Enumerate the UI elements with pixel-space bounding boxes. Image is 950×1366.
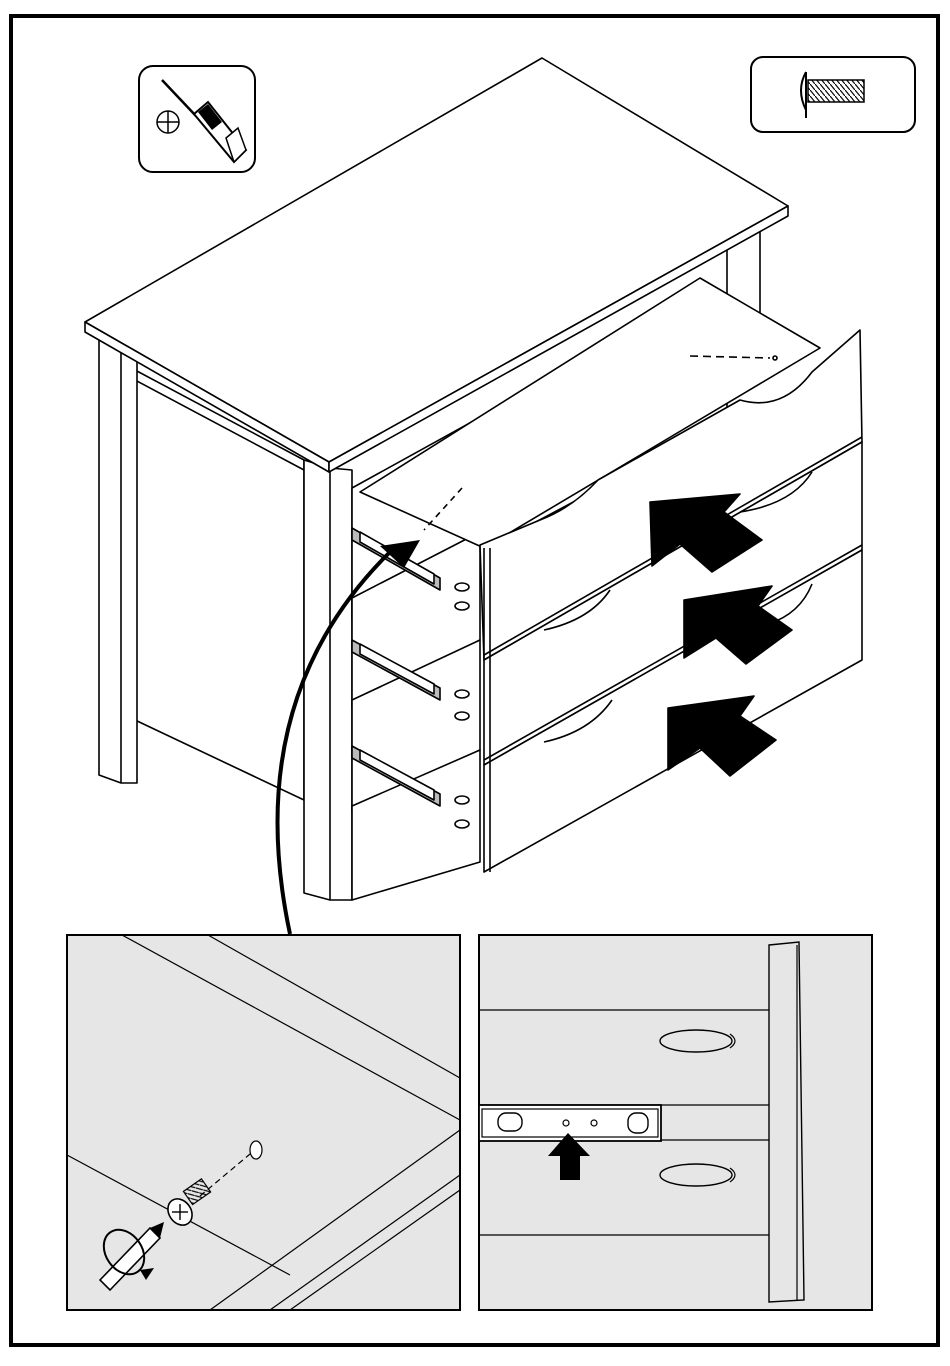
- detail-panel-runner-hole: [479, 935, 872, 1310]
- screw-icon: [751, 57, 915, 132]
- phillips-screwdriver-icon: [139, 66, 255, 172]
- dresser-illustration: [85, 58, 862, 900]
- detail-panel-screw-insertion: [67, 935, 460, 1310]
